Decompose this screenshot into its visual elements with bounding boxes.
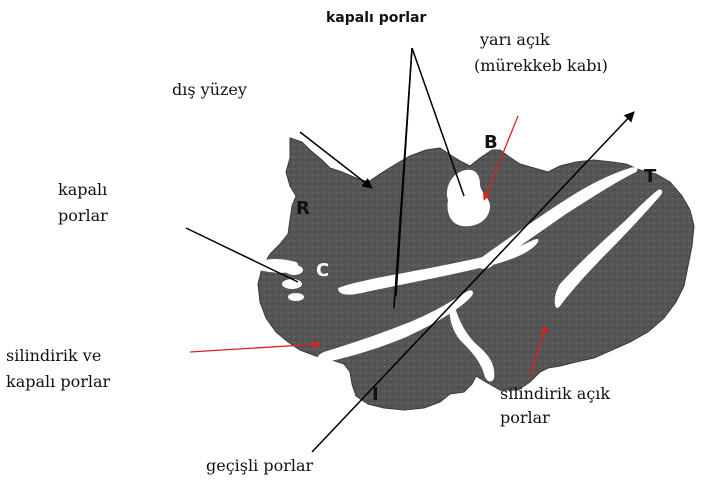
- label-half-open: yarı açık: [480, 30, 550, 50]
- label-closed-pores-line2: porlar: [58, 206, 108, 226]
- label-closed-pores-line1: kapalı: [58, 180, 107, 200]
- label-outer-surface: dış yüzey: [172, 80, 247, 100]
- letter-c: C: [316, 262, 329, 280]
- closed-pore-1: [285, 265, 303, 275]
- label-cylindrical-open-line2: porlar: [500, 408, 550, 428]
- label-ink-bottle: (mürekkeb kabı): [474, 56, 608, 76]
- label-cylindrical-closed-line2: kapalı porlar: [6, 372, 110, 392]
- closed-pore-2: [282, 279, 302, 289]
- letter-t: T: [644, 168, 656, 186]
- letter-r: R: [296, 200, 310, 218]
- label-top-closed-pores: kapalı porlar: [326, 8, 426, 28]
- label-transitional-pores: geçişli porlar: [206, 456, 313, 476]
- label-cylindrical-open-line1: silindirik açık: [500, 384, 610, 404]
- label-cylindrical-closed-line1: silindirik ve: [6, 346, 101, 366]
- letter-i: I: [372, 386, 379, 404]
- closed-pore-3: [288, 293, 304, 301]
- letter-b: B: [484, 134, 498, 152]
